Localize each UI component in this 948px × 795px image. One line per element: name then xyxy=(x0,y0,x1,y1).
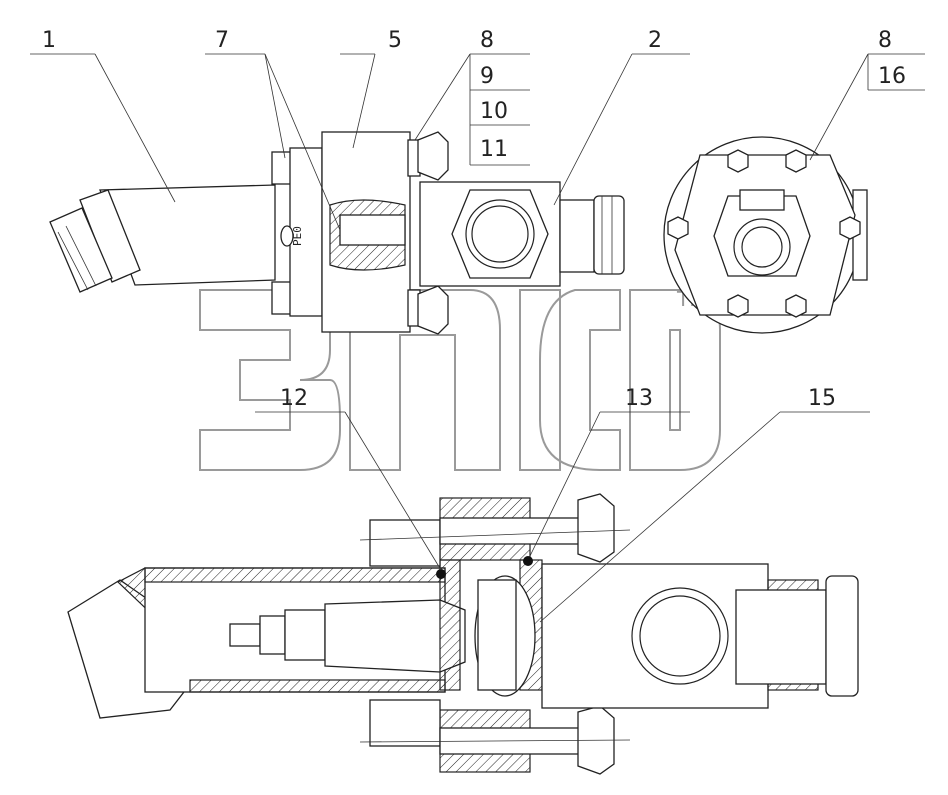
lower-bolt-head xyxy=(369,699,441,747)
top-end-view xyxy=(663,136,868,334)
stud-top-left xyxy=(271,151,293,185)
top-side-view: РЕ0 xyxy=(49,131,625,335)
outlet-nut xyxy=(559,199,595,273)
section-view xyxy=(67,493,859,775)
hex-port xyxy=(451,189,549,279)
seal-part-13 xyxy=(523,556,533,566)
label-16: 16 xyxy=(878,64,906,89)
stamp-mark: РЕ0 xyxy=(291,226,304,246)
leader-lines xyxy=(30,53,925,623)
callout-labels: 1 7 5 8 9 10 11 2 8 16 12 13 15 xyxy=(42,28,906,411)
label-11: 11 xyxy=(480,137,508,162)
label-12: 12 xyxy=(280,386,308,411)
outlet-body xyxy=(541,563,769,709)
end-hex-nut xyxy=(713,195,811,277)
label-1: 1 xyxy=(42,28,56,53)
label-7: 7 xyxy=(215,28,229,53)
label-8-top: 8 xyxy=(480,28,494,53)
upper-bolt-head xyxy=(369,519,441,567)
upper-nut xyxy=(577,493,615,563)
label-15: 15 xyxy=(808,386,836,411)
label-10: 10 xyxy=(480,99,508,124)
bolt-heads xyxy=(667,149,861,318)
label-2: 2 xyxy=(648,28,662,53)
nut-bottom xyxy=(417,285,449,335)
stud-bottom-left xyxy=(271,281,293,315)
outlet-cap xyxy=(593,195,625,275)
label-8-right: 8 xyxy=(878,28,892,53)
label-9: 9 xyxy=(480,64,494,89)
pipe-fitting xyxy=(49,207,113,293)
nut-top xyxy=(417,131,449,181)
label-13: 13 xyxy=(625,386,653,411)
outlet-cap-section xyxy=(825,575,859,697)
label-5: 5 xyxy=(388,28,402,53)
seal-part-12 xyxy=(436,569,446,579)
